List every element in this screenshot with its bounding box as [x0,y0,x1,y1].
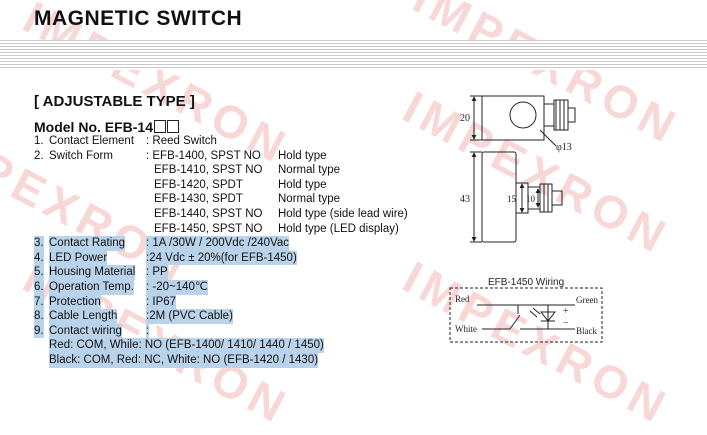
spec-label: Operation Temp. [49,279,134,295]
model-suffix-box [154,120,167,133]
led-ray [529,310,538,318]
wire-label-white: White [455,324,477,334]
wiring-note-line: Black: COM, Red: NC, White: NO (EFB-1420… [49,352,319,368]
switch-model: EFB-1440, SPST NO [154,207,263,220]
reed-contact [509,314,521,330]
spec-number: 9. [34,323,44,339]
switch-type: Normal type [278,193,340,206]
spec-label: Contact Element [49,135,135,147]
spec-label: Cable Length [49,309,118,324]
spec-value: : [146,323,150,339]
spec-label: LED Power [49,250,108,266]
switch-type: Normal type [278,164,340,177]
switch-type: Hold type (side lead wire) [278,207,408,220]
wiring-diagram [449,287,603,343]
spec-number: 7. [34,294,44,310]
wiring-title: EFB-1450 Wiring [488,277,564,288]
model-suffix-box [167,120,180,133]
wiring-note-line: Red: COM, While: NO (EFB-1400/ 1410/ 144… [49,338,324,353]
polarity-plus: + [563,306,569,317]
spec-value: : IP67 [146,294,177,310]
switch-model: EFB-1420, SPDT [154,178,243,191]
spec-value: :24 Vdc ± 20%(for EFB-1450) [146,250,297,266]
spec-number: 4. [34,250,44,266]
dim-phi13-label: φ13 [556,142,572,153]
switch-model: EFB-1410, SPST NO [154,164,263,177]
top-view-cable [567,107,576,123]
switch-side-view [470,151,563,243]
switch-type: Hold type [278,149,327,162]
dim-43-label: 43 [460,194,470,205]
spec-label: Switch Form [49,149,113,162]
top-view-magnet-circle [509,101,537,129]
side-view-cable [551,190,563,206]
wiring-frame [449,287,603,343]
model-label: Model No. EFB-14 [34,119,154,135]
led-ray [532,307,541,315]
spec-number: 2. [34,149,44,162]
side-view-gland [539,183,553,213]
dim-phi13-leader [539,129,557,147]
dim-10-label: 10 [526,194,536,204]
switch-model: EFB-1450, SPST NO [154,222,263,235]
spec-value: : -20~140℃ [146,279,208,295]
header-rule-band [0,40,707,70]
spec-label: Housing Material [49,265,136,280]
top-view-body [481,95,545,141]
spec-value: : 1A /30W / 200Vdc /240Vac [146,236,289,251]
spec-label: Protection [49,294,101,310]
switch-type: Hold type [278,178,327,191]
spec-value: : PP [146,265,168,280]
spec-label: Contact wiring [49,323,122,339]
dim-20-label: 20 [460,113,470,124]
switch-model: : EFB-1400, SPST NO [146,149,261,162]
wire-label-green: Green [576,295,598,305]
spec-number: 6. [34,279,44,295]
spec-number: 1. [34,135,44,147]
spec-number: 5. [34,265,44,280]
switch-top-view [470,95,576,147]
spec-number: 8. [34,309,44,324]
page-title: MAGNETIC SWITCH [34,7,243,30]
section-heading: [ ADJUSTABLE TYPE ] [34,93,195,110]
wire-label-black: Black [576,326,597,336]
switch-model: EFB-1430, SPDT [154,193,243,206]
spec-number: 3. [34,236,44,251]
spec-label: Contact Rating [49,236,126,251]
wire-label-red: Red [455,294,470,304]
switch-type: Hold type (LED display) [278,222,399,235]
technical-drawings: 20 φ13 43 15 10 EFB-1450 Wiring Red [449,95,603,343]
polarity-minus: − [563,318,569,329]
dim-15-label: 15 [507,194,517,204]
model-number: Model No. EFB-14 [34,119,180,135]
led-diode [539,311,557,322]
spec-value: :2M (PVC Cable) [146,309,233,324]
top-view-nut [543,103,555,127]
spec-value: : Reed Switch [146,135,217,147]
